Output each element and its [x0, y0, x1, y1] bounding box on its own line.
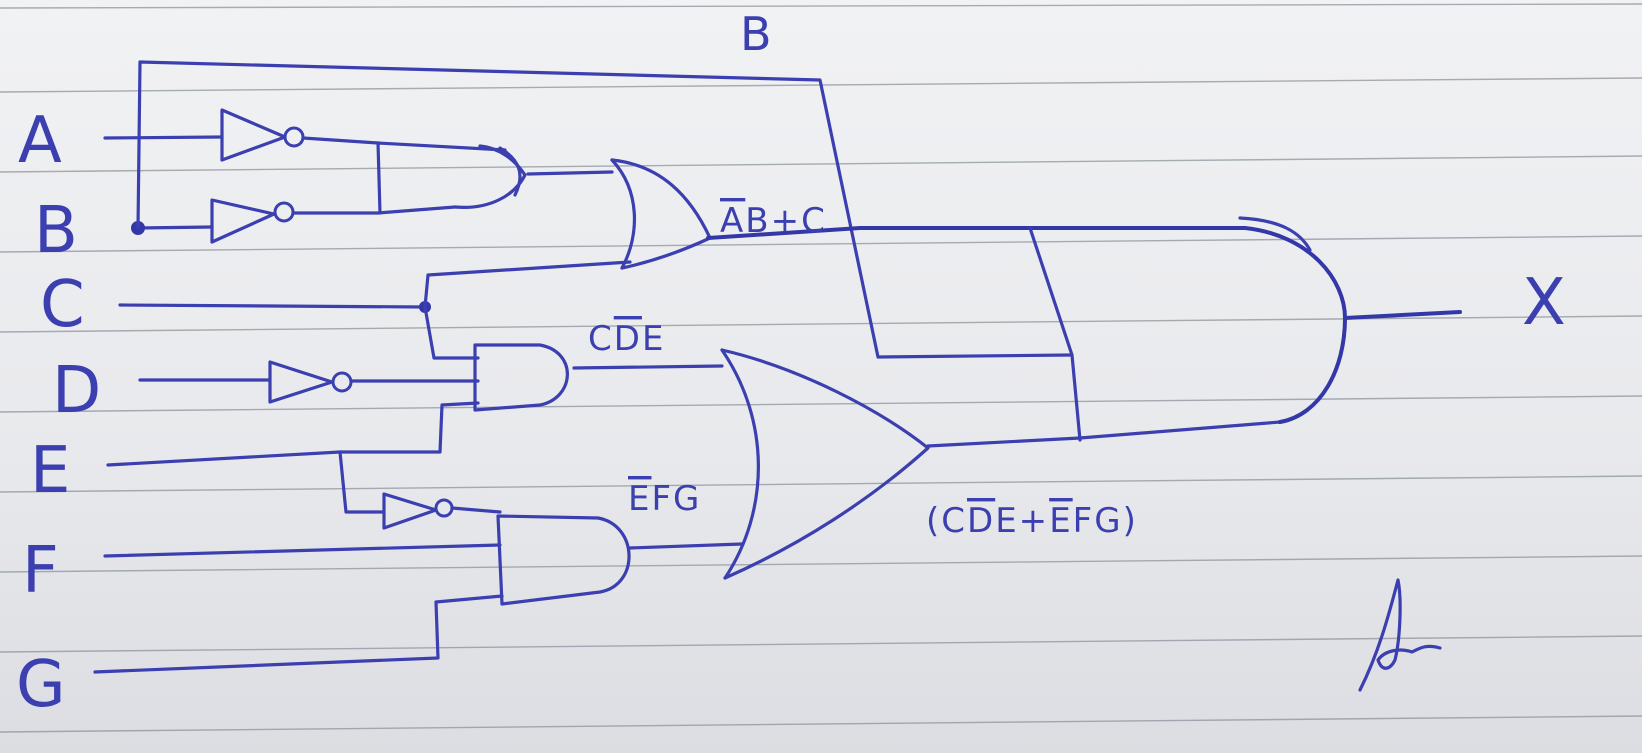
wire-not-a — [301, 136, 507, 152]
label-and1-expr: CDE — [588, 319, 665, 359]
or-gate-1 — [610, 158, 712, 270]
wire-c-to-and1 — [423, 305, 480, 360]
wire-output-x — [1343, 310, 1462, 320]
label-or2-post: FG) — [1073, 501, 1138, 541]
wire-bridge-ab — [376, 141, 382, 215]
wire-final-bus — [1028, 226, 1082, 442]
label-and1-bar: D — [614, 319, 642, 359]
wire-f — [103, 543, 502, 558]
wire-or1-out — [706, 226, 1247, 240]
wire-and2-out — [628, 542, 744, 550]
label-and2-expr: EFG — [628, 479, 701, 519]
label-or1-expr: AB+C — [720, 201, 827, 241]
input-label-f: F — [22, 534, 59, 608]
not-bubble-d — [331, 371, 353, 393]
wire-b-feedback — [136, 60, 1074, 359]
wire-b — [136, 225, 214, 230]
wire-c — [118, 303, 427, 309]
top-label-b: B — [740, 7, 772, 61]
label-or2-mid: E+ — [995, 501, 1049, 541]
label-and1-post: E — [642, 319, 665, 359]
wire-g — [93, 594, 504, 674]
output-label-x: X — [1522, 266, 1566, 340]
and-gate-final-sketch — [1238, 216, 1312, 252]
and-gate-1 — [473, 343, 569, 412]
input-label-d: D — [52, 354, 101, 428]
label-and1-pre: C — [588, 319, 614, 359]
label-or2-expr: (CDE+EFG) — [926, 501, 1138, 541]
input-label-a: A — [18, 104, 62, 178]
wire-e-to-not — [338, 450, 386, 514]
and-gate-final — [1243, 226, 1347, 424]
or-gate-1-back — [610, 158, 637, 270]
label-or1-bar: A — [720, 201, 745, 241]
not-bubble-b — [273, 201, 295, 223]
and-gate-ab-back — [498, 146, 522, 197]
or-gate-2-back — [720, 348, 760, 580]
label-or2-bar2: E — [1049, 501, 1072, 541]
wire-a — [103, 135, 224, 140]
wire-e — [106, 401, 480, 467]
label-and2-post: FG — [651, 479, 701, 519]
label-and2-bar: E — [628, 479, 651, 519]
wire-or2-out — [926, 420, 1282, 448]
wire-and1-out — [572, 364, 724, 370]
notebook-rules — [0, 3, 1642, 733]
label-or1-rest: B+C — [745, 201, 827, 241]
input-label-e: E — [30, 434, 70, 508]
or-gate-2 — [720, 348, 930, 580]
wire-not-e — [450, 506, 502, 514]
and-gate-2 — [496, 514, 631, 606]
label-or2-open: (C — [926, 501, 967, 541]
not-gate-a — [220, 108, 287, 162]
not-bubble-a — [283, 126, 305, 148]
not-gate-b — [210, 198, 276, 244]
and-gate-ab — [453, 144, 527, 209]
signature-mark — [1358, 578, 1442, 692]
not-bubble-e — [434, 498, 454, 518]
wire-not-b — [291, 205, 457, 215]
input-label-c: C — [40, 268, 85, 342]
not-gate-d — [268, 360, 334, 404]
input-label-b: B — [34, 194, 78, 268]
not-gate-e — [382, 492, 438, 530]
wire-c-to-or1 — [423, 260, 632, 309]
input-label-g: G — [16, 648, 66, 722]
label-or2-bar1: D — [967, 501, 995, 541]
wire-and-ab-out — [526, 170, 614, 176]
